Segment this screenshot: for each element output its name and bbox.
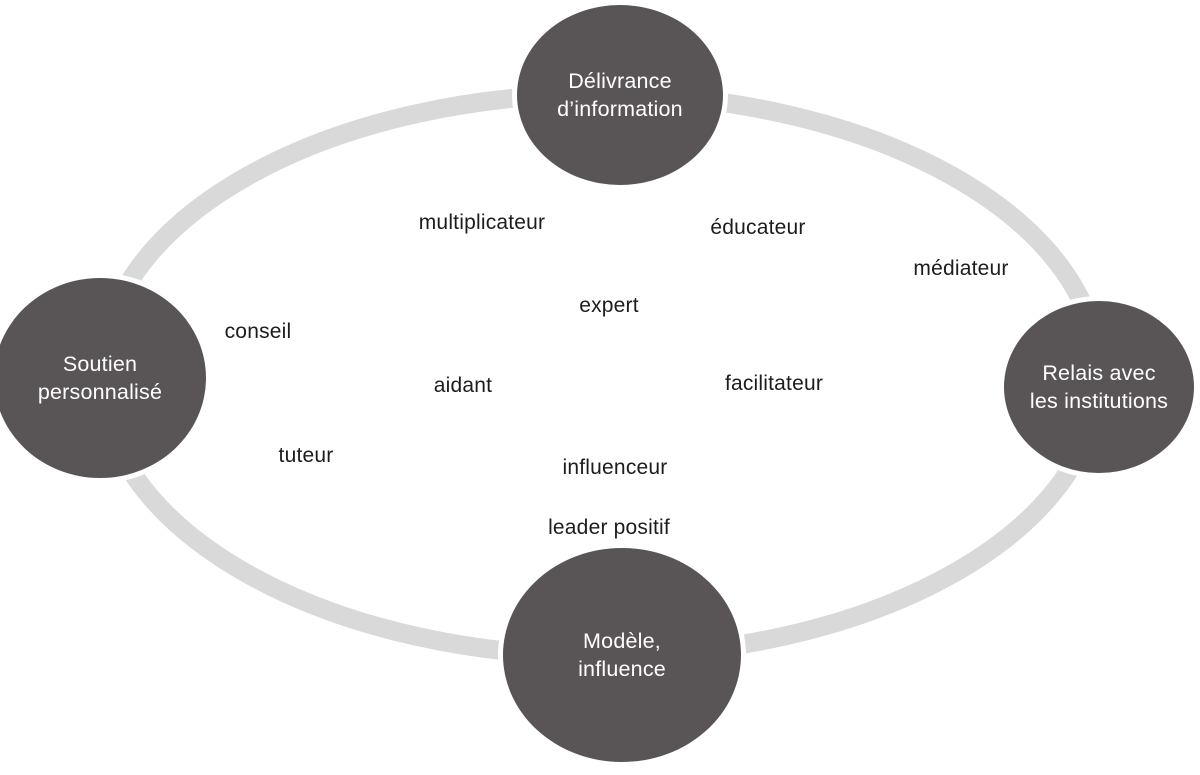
- node-delivrance-information: Délivrance d’information: [512, 0, 728, 190]
- node-label-modele-influence: Modèle, influence: [578, 628, 666, 681]
- node-label-relais-institutions: Relais avec les institutions: [1029, 360, 1169, 413]
- role-label-influenceur: influenceur: [562, 456, 668, 479]
- role-label-expert: expert: [579, 294, 639, 317]
- role-label-leader-positif: leader positif: [548, 516, 670, 539]
- role-label-facilitateur: facilitateur: [724, 372, 824, 395]
- role-label-educateur: éducateur: [710, 216, 806, 239]
- node-relais-institutions: Relais avec les institutions: [999, 296, 1199, 478]
- role-label-conseil: conseil: [224, 320, 292, 343]
- role-label-multiplicateur: multiplicateur: [418, 211, 546, 234]
- role-label-aidant: aidant: [433, 374, 493, 397]
- node-soutien-personnalise: Soutien personnalisé: [0, 273, 211, 483]
- node-modele-influence: Modèle, influence: [498, 543, 746, 767]
- node-label-soutien-personnalise: Soutien personnalisé: [37, 351, 163, 404]
- role-label-tuteur: tuteur: [278, 444, 334, 467]
- role-label-mediateur: médiateur: [913, 257, 1009, 280]
- node-label-delivrance-information: Délivrance d’information: [557, 68, 683, 121]
